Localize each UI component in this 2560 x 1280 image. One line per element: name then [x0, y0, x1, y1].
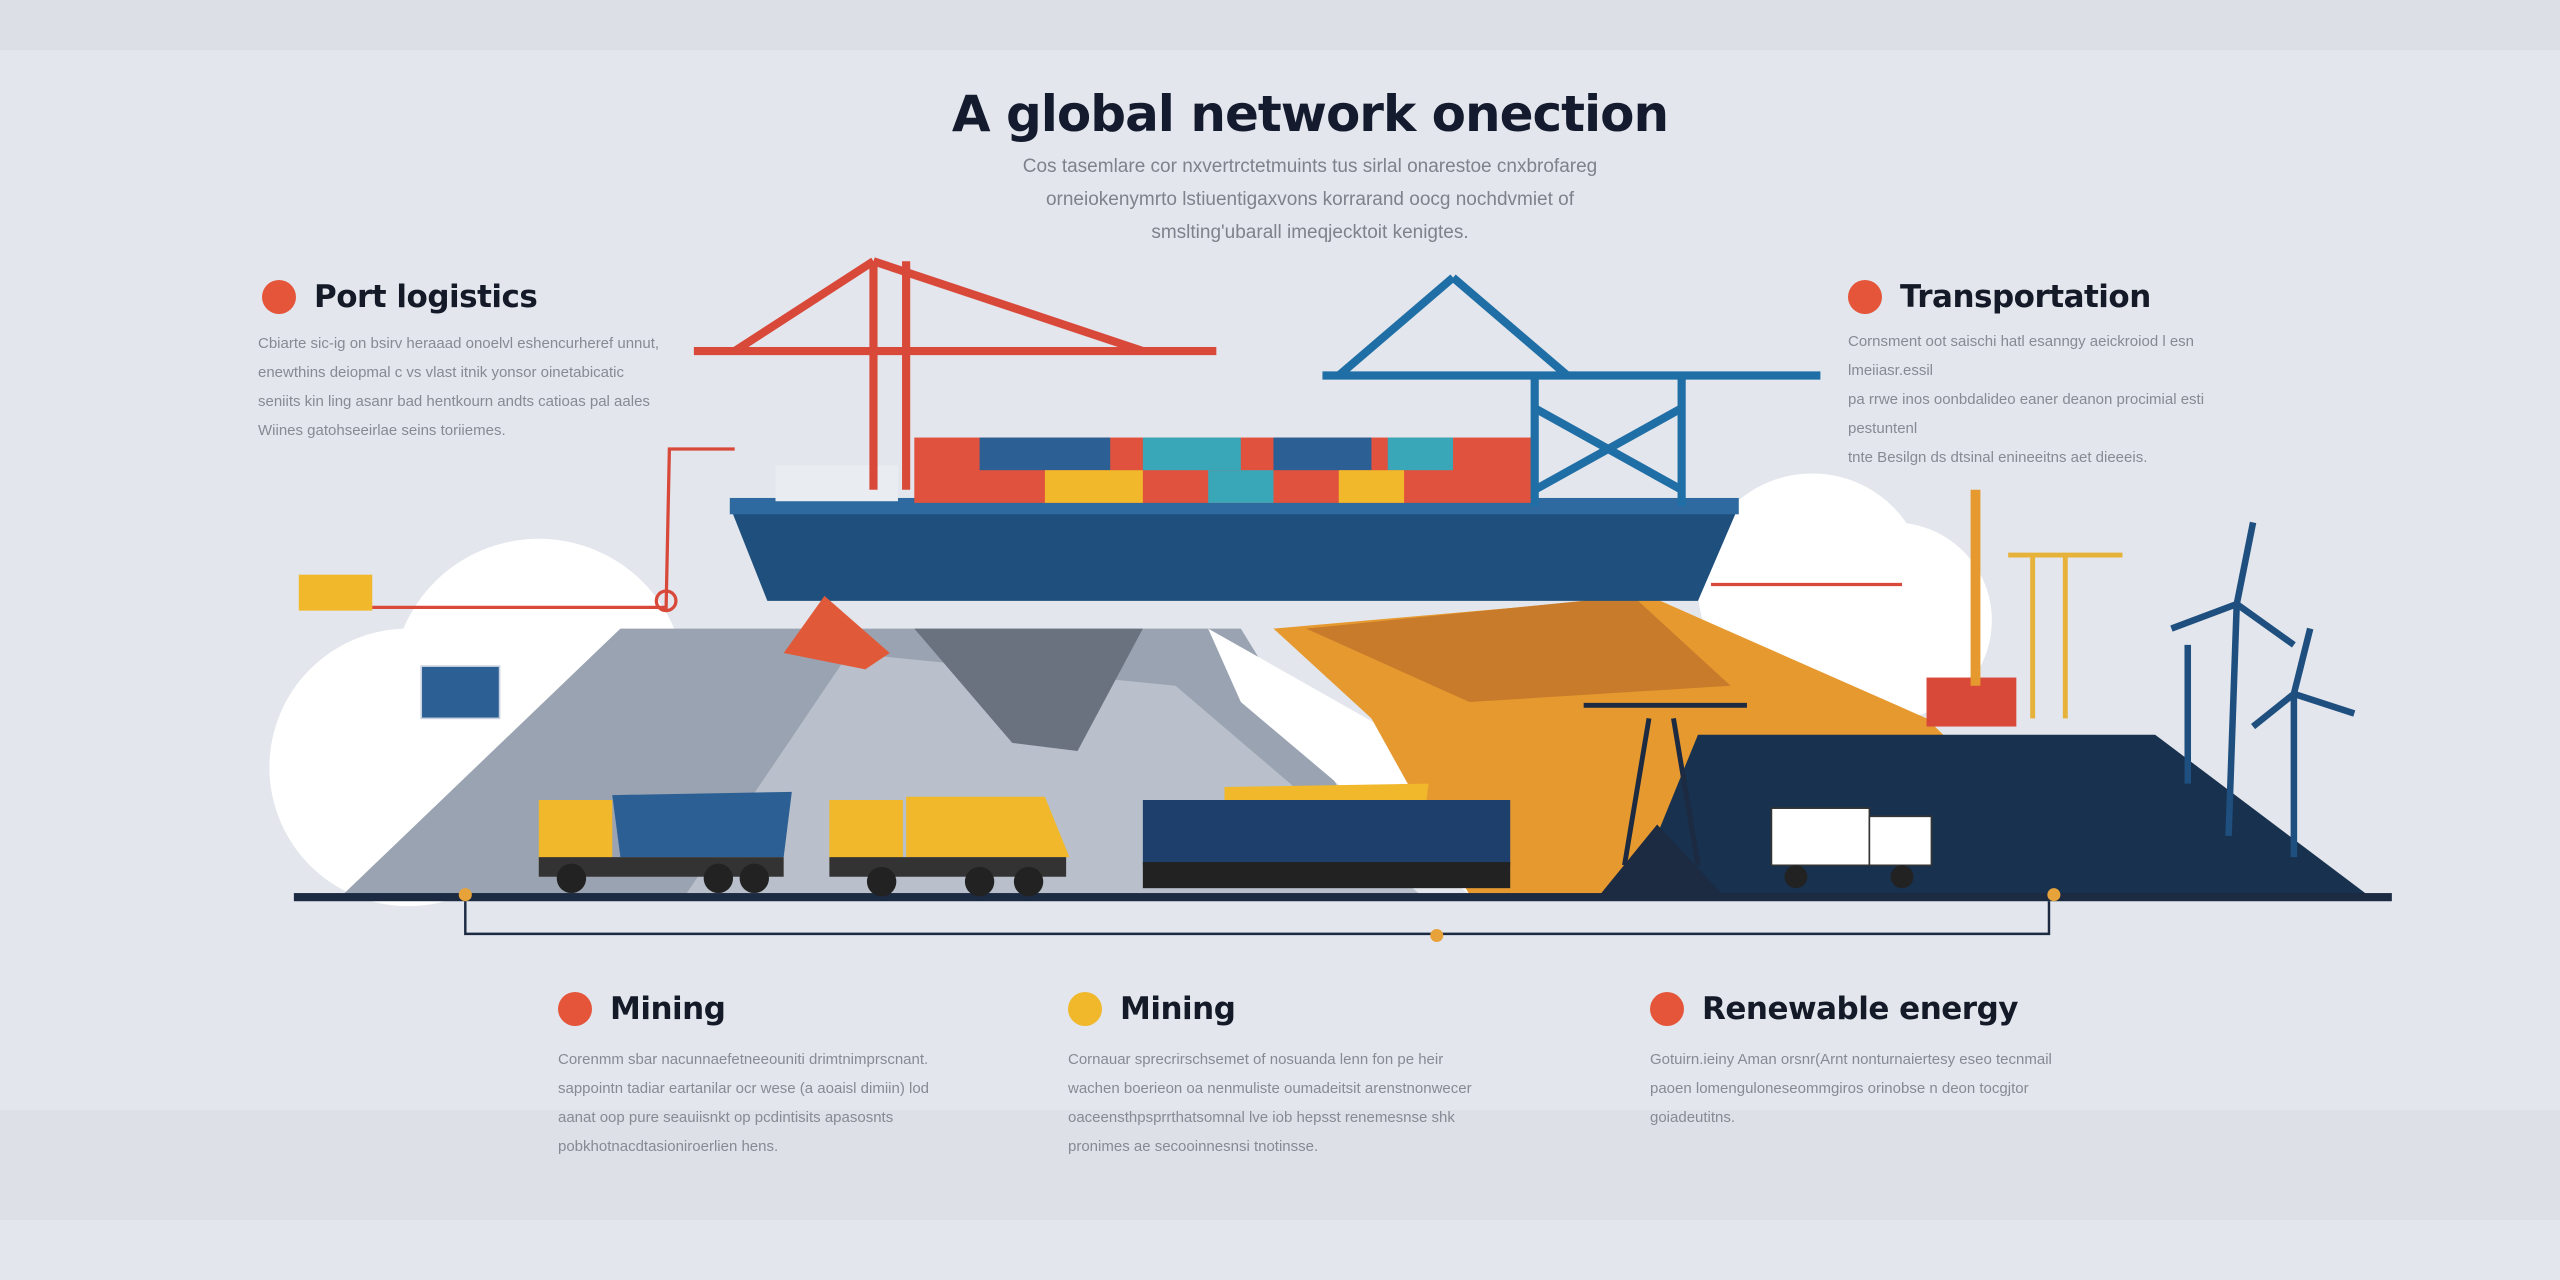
bullet-dot-icon — [1650, 992, 1684, 1026]
subtitle-line: smslting'ubarall imeqjecktoit kenigtes. — [1151, 222, 1469, 243]
section-mining-2: Mining Cornauar sprecrirschsemet of nosu… — [1068, 991, 1488, 1161]
dump-truck-1 — [538, 791, 792, 894]
section-text: tnte Besilgn ds dtsinal enineeitns aet d… — [1848, 449, 2148, 466]
bottom-band — [0, 1110, 2560, 1220]
roller-truck — [298, 574, 373, 611]
section-text: wachen boerieon oa nenmuliste oumadeitsi… — [1068, 1080, 1472, 1097]
section-text: enewthins deiopmal c vs vlast itnik yons… — [258, 364, 625, 381]
section-text: Cornauar sprecrirschsemet of nosuanda le… — [1068, 1051, 1444, 1068]
subtitle: Cos tasemlare cor nxvertrctetmuints tus … — [0, 150, 2560, 249]
pipeline-left — [372, 447, 735, 609]
wind-turbines — [2170, 521, 2356, 858]
ship-hull — [729, 506, 1739, 601]
subtitle-line: orneiokenymrto lstiuentigaxvons korraran… — [1045, 189, 1575, 210]
page-title: A global network onection — [951, 85, 1669, 143]
bullet-dot-icon — [262, 280, 296, 314]
section-text: goiadeutitns. — [1650, 1109, 1736, 1126]
section-title: Port logistics — [314, 279, 538, 315]
solar-panel — [420, 665, 501, 720]
section-text: seniits kin ling asanr bad hentkourn and… — [258, 393, 650, 410]
section-title: Mining — [1120, 991, 1236, 1027]
section-text: Cornsment oot saischi hatl esanngy aeick… — [1848, 333, 2195, 379]
orange-funnel — [783, 595, 890, 670]
mining-train — [1142, 783, 1511, 889]
top-band — [0, 0, 2560, 50]
bullet-dot-icon — [1068, 992, 1102, 1026]
brown-hill — [1306, 595, 1731, 703]
section-text: pronimes ae secooinnesnsi tnotinsse. — [1068, 1138, 1319, 1155]
dark-slope — [914, 628, 1143, 752]
section-text: Corenmm sbar nacunnaefetneeouniti drimtn… — [558, 1051, 929, 1068]
bullet-dot-icon — [1848, 280, 1882, 314]
subtitle-line: Cos tasemlare cor nxvertrctetmuints tus … — [1022, 156, 1598, 177]
ground-line — [293, 893, 2392, 902]
section-text: Gotuirn.ieiny Aman orsnr(Arnt nonturnaie… — [1650, 1051, 2052, 1068]
lattice-crane — [2008, 552, 2123, 719]
section-text: Cbiarte sic-ig on bsirv heraaad onoelvl … — [258, 335, 660, 352]
section-text: pa rrwe inos oonbdalideo eaner deanon pr… — [1848, 391, 2205, 437]
navy-hill — [1632, 734, 2368, 895]
box-truck — [1770, 807, 1933, 889]
section-port-logistics: Port logistics Cbiarte sic-ig on bsirv h… — [258, 279, 662, 445]
oil-rig — [1583, 702, 1747, 866]
section-text: Wiines gatohseeirlae seins toriiemes. — [258, 422, 506, 439]
section-text: pobkhotnacdtasioniroerlien hens. — [558, 1138, 779, 1155]
containers — [914, 437, 1535, 503]
section-text: oaceensthpsprrthatsomnal lve iob hepsst … — [1068, 1109, 1455, 1126]
section-text: aanat oop pure seauiisnkt op pcdintisits… — [558, 1109, 894, 1126]
blue-crane — [1322, 274, 1821, 507]
section-text: sappointn tadiar eartanilar ocr wese (a … — [558, 1080, 930, 1097]
connector-line — [464, 901, 2051, 936]
section-transportation: Transportation Cornsment oot saischi hat… — [1848, 279, 2268, 472]
red-crane — [693, 257, 1217, 490]
section-title: Transportation — [1900, 279, 2151, 315]
ship-bridge — [775, 465, 898, 502]
section-title: Renewable energy — [1702, 991, 2019, 1027]
bullet-dot-icon — [558, 992, 592, 1026]
section-mining: Mining Corenmm sbar nacunnaefetneeouniti… — [558, 991, 978, 1161]
dump-truck-2 — [829, 796, 1070, 897]
section-text: paoen lomenguloneseommgiros orinobse n d… — [1650, 1080, 2029, 1097]
section-title: Mining — [610, 991, 726, 1027]
section-renewable-energy: Renewable energy Gotuirn.ieiny Aman orsn… — [1650, 991, 2070, 1132]
